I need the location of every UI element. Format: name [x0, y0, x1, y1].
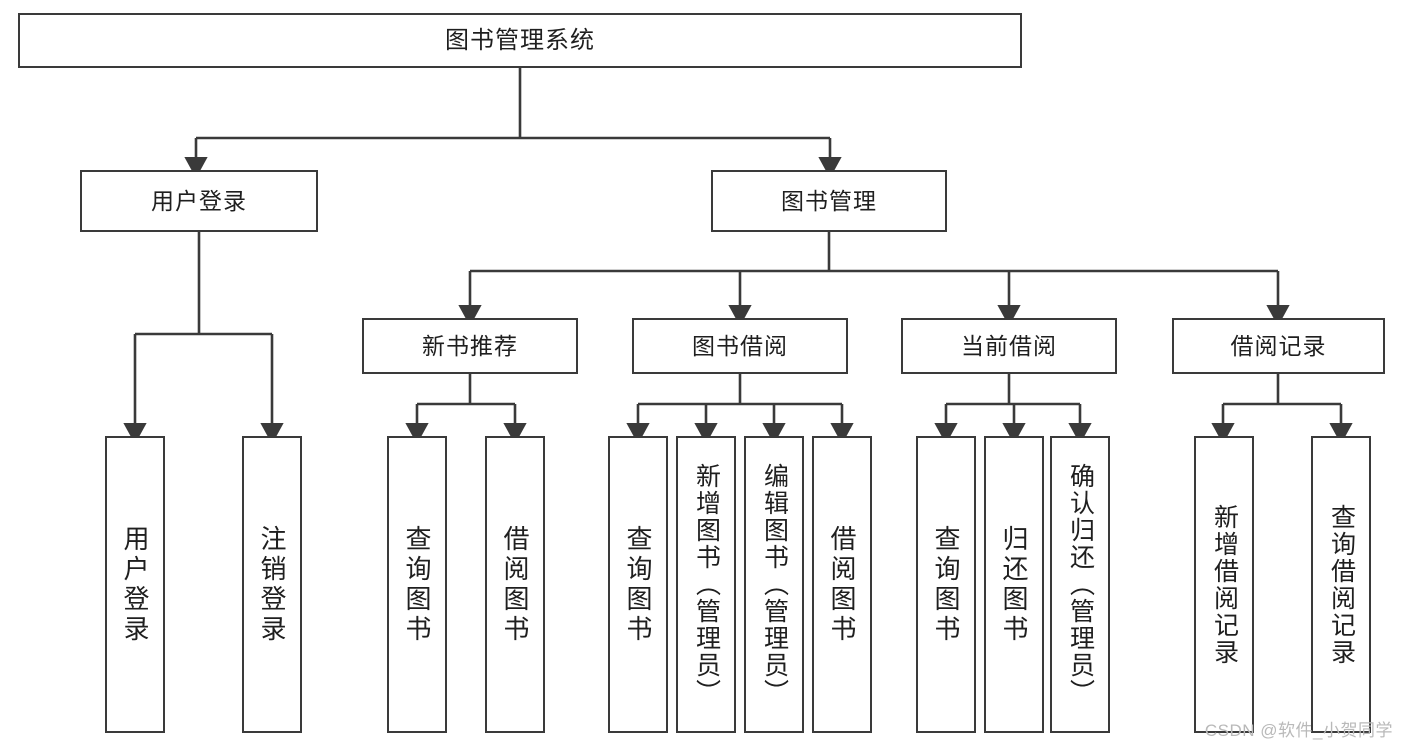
leaf-borrow-record-add[interactable]: 新增借阅记录	[1194, 436, 1254, 733]
node-book-management[interactable]: 图书管理	[711, 170, 947, 232]
leaf-new-book-query[interactable]: 查询图书	[387, 436, 447, 733]
leaf-book-borrow-query[interactable]: 查询图书	[608, 436, 668, 733]
node-current-borrow[interactable]: 当前借阅	[901, 318, 1117, 374]
leaf-current-borrow-confirm-return[interactable]: 确认归还（管理员）	[1050, 436, 1110, 733]
node-label: 新增图书（管理员）	[692, 463, 721, 706]
node-label: 查询借阅记录	[1327, 503, 1356, 666]
leaf-new-book-borrow[interactable]: 借阅图书	[485, 436, 545, 733]
leaf-user-login-logout[interactable]: 注销登录	[242, 436, 302, 733]
node-book-borrow[interactable]: 图书借阅	[632, 318, 848, 374]
node-new-book-recommend[interactable]: 新书推荐	[362, 318, 578, 374]
leaf-book-borrow-borrow[interactable]: 借阅图书	[812, 436, 872, 733]
leaf-book-borrow-add[interactable]: 新增图书（管理员）	[676, 436, 736, 733]
node-label: 查询图书	[931, 524, 961, 645]
node-label: 当前借阅	[961, 332, 1057, 359]
node-label: 归还图书	[999, 524, 1029, 645]
node-borrow-record[interactable]: 借阅记录	[1172, 318, 1385, 374]
node-label: 查询图书	[623, 524, 653, 645]
node-label: 借阅图书	[827, 524, 857, 645]
node-label: 图书管理	[781, 187, 877, 214]
csdn-watermark: CSDN @软件_小贺同学	[1204, 721, 1393, 740]
leaf-borrow-record-query[interactable]: 查询借阅记录	[1311, 436, 1371, 733]
leaf-current-borrow-return[interactable]: 归还图书	[984, 436, 1044, 733]
leaf-current-borrow-query[interactable]: 查询图书	[916, 436, 976, 733]
node-label: 注销登录	[257, 524, 287, 645]
node-label: 图书管理系统	[445, 26, 595, 54]
node-label: 确认归还（管理员）	[1066, 463, 1095, 706]
node-label: 图书借阅	[692, 332, 788, 359]
node-label: 查询图书	[402, 524, 432, 645]
leaf-user-login-login[interactable]: 用户登录	[105, 436, 165, 733]
node-root-system[interactable]: 图书管理系统	[18, 13, 1022, 68]
node-label: 新书推荐	[422, 332, 518, 359]
node-label: 编辑图书（管理员）	[760, 463, 789, 706]
node-label: 借阅图书	[500, 524, 530, 645]
node-label: 用户登录	[120, 524, 150, 645]
node-user-login[interactable]: 用户登录	[80, 170, 318, 232]
node-label: 借阅记录	[1230, 332, 1327, 359]
leaf-book-borrow-edit[interactable]: 编辑图书（管理员）	[744, 436, 804, 733]
node-label: 新增借阅记录	[1210, 503, 1239, 666]
node-label: 用户登录	[151, 187, 247, 214]
